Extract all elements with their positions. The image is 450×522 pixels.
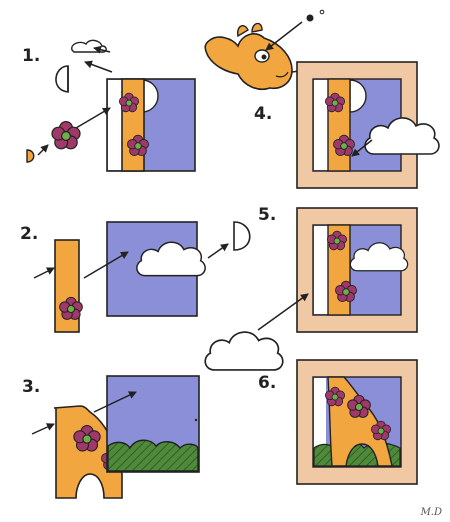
white-strip-1	[108, 80, 122, 170]
flower-piece-1	[51, 120, 81, 150]
half-circle-piece	[55, 65, 69, 93]
giraffe-in-frame-6	[324, 376, 393, 467]
orange-strip-1	[121, 78, 145, 172]
eye-dot	[306, 14, 314, 22]
d-piece-1	[26, 149, 35, 163]
step-4-group	[204, 9, 440, 189]
step-1-label: 1.	[22, 46, 41, 66]
sun-half-1	[141, 79, 159, 113]
step-6-group	[296, 359, 418, 485]
step-5-group	[204, 207, 418, 371]
half-flower-2	[14, 263, 34, 294]
step-2-label: 2.	[20, 224, 39, 244]
cloud-piece-5	[204, 331, 284, 371]
giraffe-head-piece	[204, 22, 293, 90]
half-flower-3	[12, 437, 34, 468]
step-1-group	[26, 39, 196, 172]
step-3-group	[12, 375, 200, 499]
step-4-label: 4.	[254, 104, 273, 124]
step-2-group	[14, 221, 251, 333]
step-6-label: 6.	[258, 373, 277, 393]
grass-hills-3	[107, 439, 199, 472]
d-piece-2	[233, 221, 251, 251]
giraffe-body-piece	[53, 405, 123, 499]
signature: M.D	[420, 507, 442, 518]
step-5-label: 5.	[258, 205, 277, 225]
step-3-label: 3.	[22, 377, 41, 397]
